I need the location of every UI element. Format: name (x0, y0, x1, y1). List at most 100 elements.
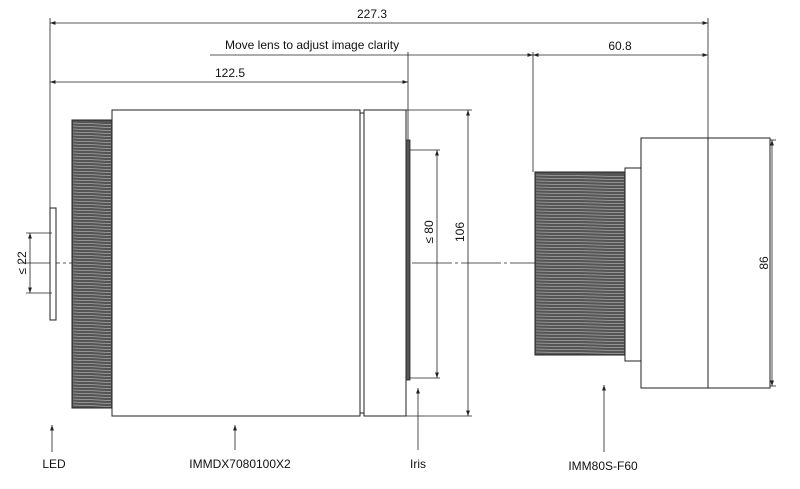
thread-line (72, 275, 112, 278)
thread-line (72, 203, 112, 206)
thread-line (72, 269, 112, 272)
thread-line (535, 288, 625, 291)
thread-line (535, 315, 625, 318)
thread-line (535, 318, 625, 321)
thread-line (72, 326, 112, 329)
thread-line (535, 195, 625, 198)
thread-line (535, 309, 625, 312)
thread-line (72, 362, 112, 365)
lens-body (111, 109, 407, 417)
adapter-thread (534, 171, 626, 356)
thread-line (535, 264, 625, 267)
thread-line (72, 329, 112, 332)
thread-line (72, 389, 112, 392)
thread-line (535, 267, 625, 270)
thread-line (535, 180, 625, 183)
thread-line (72, 149, 112, 152)
thread-line (535, 294, 625, 297)
thread-line (72, 179, 112, 182)
thread-line (72, 224, 112, 227)
thread-line (72, 311, 112, 314)
thread-line (535, 198, 625, 201)
thread-line (535, 300, 625, 303)
thread-line (535, 183, 625, 186)
thread-line (72, 365, 112, 368)
thread-line (535, 324, 625, 327)
thread-line (72, 227, 112, 230)
thread-line (72, 383, 112, 386)
thread-line (72, 191, 112, 194)
thread-line (72, 404, 112, 407)
thread-line (72, 305, 112, 308)
thread-line (72, 170, 112, 173)
label-lens: IMMDX7080100X2 (189, 457, 291, 471)
dim-adapter-length: 60.8 (608, 39, 632, 53)
thread-line (72, 212, 112, 215)
thread-line (535, 342, 625, 345)
thread-line (535, 225, 625, 228)
thread-line (72, 182, 112, 185)
thread-line (72, 401, 112, 404)
thread-line (72, 185, 112, 188)
thread-line (535, 237, 625, 240)
thread-line (72, 353, 112, 356)
led-part (49, 207, 57, 321)
thread-line (72, 176, 112, 179)
thread-line (535, 234, 625, 237)
thread-line (72, 374, 112, 377)
thread-line (72, 296, 112, 299)
thread-line (72, 332, 112, 335)
thread-line (535, 285, 625, 288)
thread-line (72, 245, 112, 248)
thread-line (535, 330, 625, 333)
leader-lines (50, 385, 606, 452)
thread-line (72, 314, 112, 317)
label-iris: Iris (410, 457, 426, 471)
thread-line (535, 204, 625, 207)
thread-line (72, 122, 112, 125)
thread-line (72, 290, 112, 293)
thread-line (535, 228, 625, 231)
thread-line (535, 255, 625, 258)
thread-line (535, 261, 625, 264)
thread-line (72, 236, 112, 239)
lens-front-thread (71, 119, 113, 409)
thread-line (72, 197, 112, 200)
thread-line (72, 128, 112, 131)
thread-line (535, 258, 625, 261)
thread-line (535, 210, 625, 213)
thread-line (535, 222, 625, 225)
dim-lens-length: 122.5 (215, 66, 245, 80)
thread-line (72, 215, 112, 218)
thread-line (535, 351, 625, 354)
thread-line (535, 201, 625, 204)
thread-line (72, 164, 112, 167)
thread-line (72, 377, 112, 380)
thread-line (535, 312, 625, 315)
thread-line (535, 231, 625, 234)
thread-line (535, 246, 625, 249)
thread-line (535, 186, 625, 189)
thread-line (72, 254, 112, 257)
thread-line (535, 345, 625, 348)
thread-line (535, 333, 625, 336)
thread-line (72, 155, 112, 158)
thread-line (72, 302, 112, 305)
dim-overall-length: 227.3 (357, 7, 387, 21)
thread-line (72, 392, 112, 395)
adjust-note: Move lens to adjust image clarity (225, 38, 399, 52)
thread-line (535, 249, 625, 252)
thread-line (535, 174, 625, 177)
thread-line (72, 167, 112, 170)
thread-line (72, 281, 112, 284)
thread-line (535, 348, 625, 351)
thread-line (72, 194, 112, 197)
thread-line (535, 270, 625, 273)
thread-line (72, 317, 112, 320)
thread-line (535, 243, 625, 246)
thread-line (72, 284, 112, 287)
dim-led-diameter: ≤ 22 (15, 251, 29, 275)
thread-line (72, 335, 112, 338)
thread-line (72, 173, 112, 176)
